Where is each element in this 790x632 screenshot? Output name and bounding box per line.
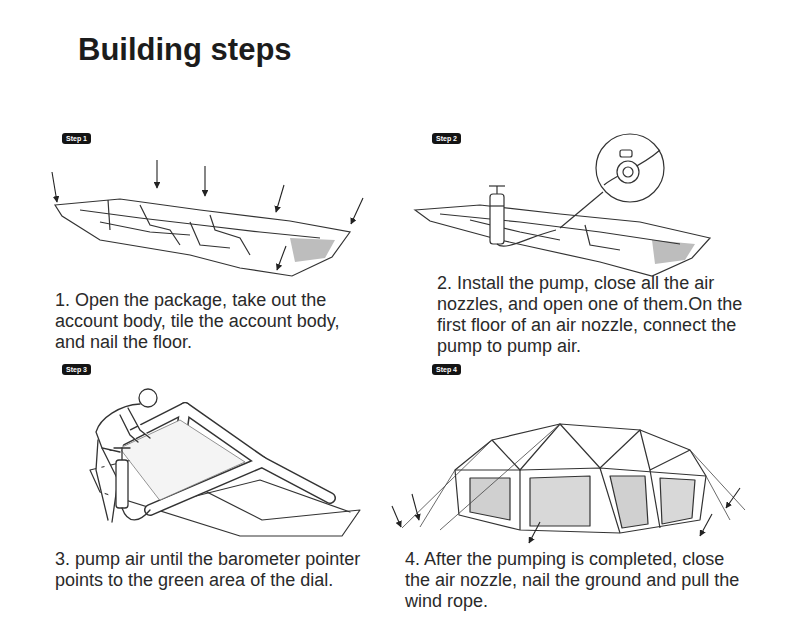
inflating-frame (90, 408, 360, 536)
step-badge: Step 1 (62, 133, 91, 144)
step-caption: 3. pump air until the barometer pointer … (55, 549, 365, 591)
step-badge: Step 4 (432, 364, 461, 375)
step-badge: Step 3 (62, 364, 91, 375)
stake-arrows (52, 160, 363, 270)
step-caption: 4. After the pumping is completed, close… (405, 549, 750, 612)
wind-ropes (402, 424, 745, 530)
air-pump (489, 186, 556, 246)
step-label: Step 1 (66, 135, 87, 142)
step-badge: Step 2 (432, 133, 461, 144)
step-label: Step 4 (436, 366, 457, 373)
stake-arrows (392, 488, 740, 543)
nozzle-detail (560, 134, 664, 228)
step-caption: 2. Install the pump, close all the air n… (437, 273, 767, 357)
flat-tent-body (55, 199, 350, 276)
step-label: Step 2 (436, 135, 457, 142)
erected-tent (455, 424, 706, 533)
flat-tent-body (415, 205, 710, 276)
person-with-pump (96, 389, 157, 522)
step-label: Step 3 (66, 366, 87, 373)
page-title: Building steps (78, 32, 292, 68)
step-caption: 1. Open the package, take out the accoun… (55, 290, 373, 353)
